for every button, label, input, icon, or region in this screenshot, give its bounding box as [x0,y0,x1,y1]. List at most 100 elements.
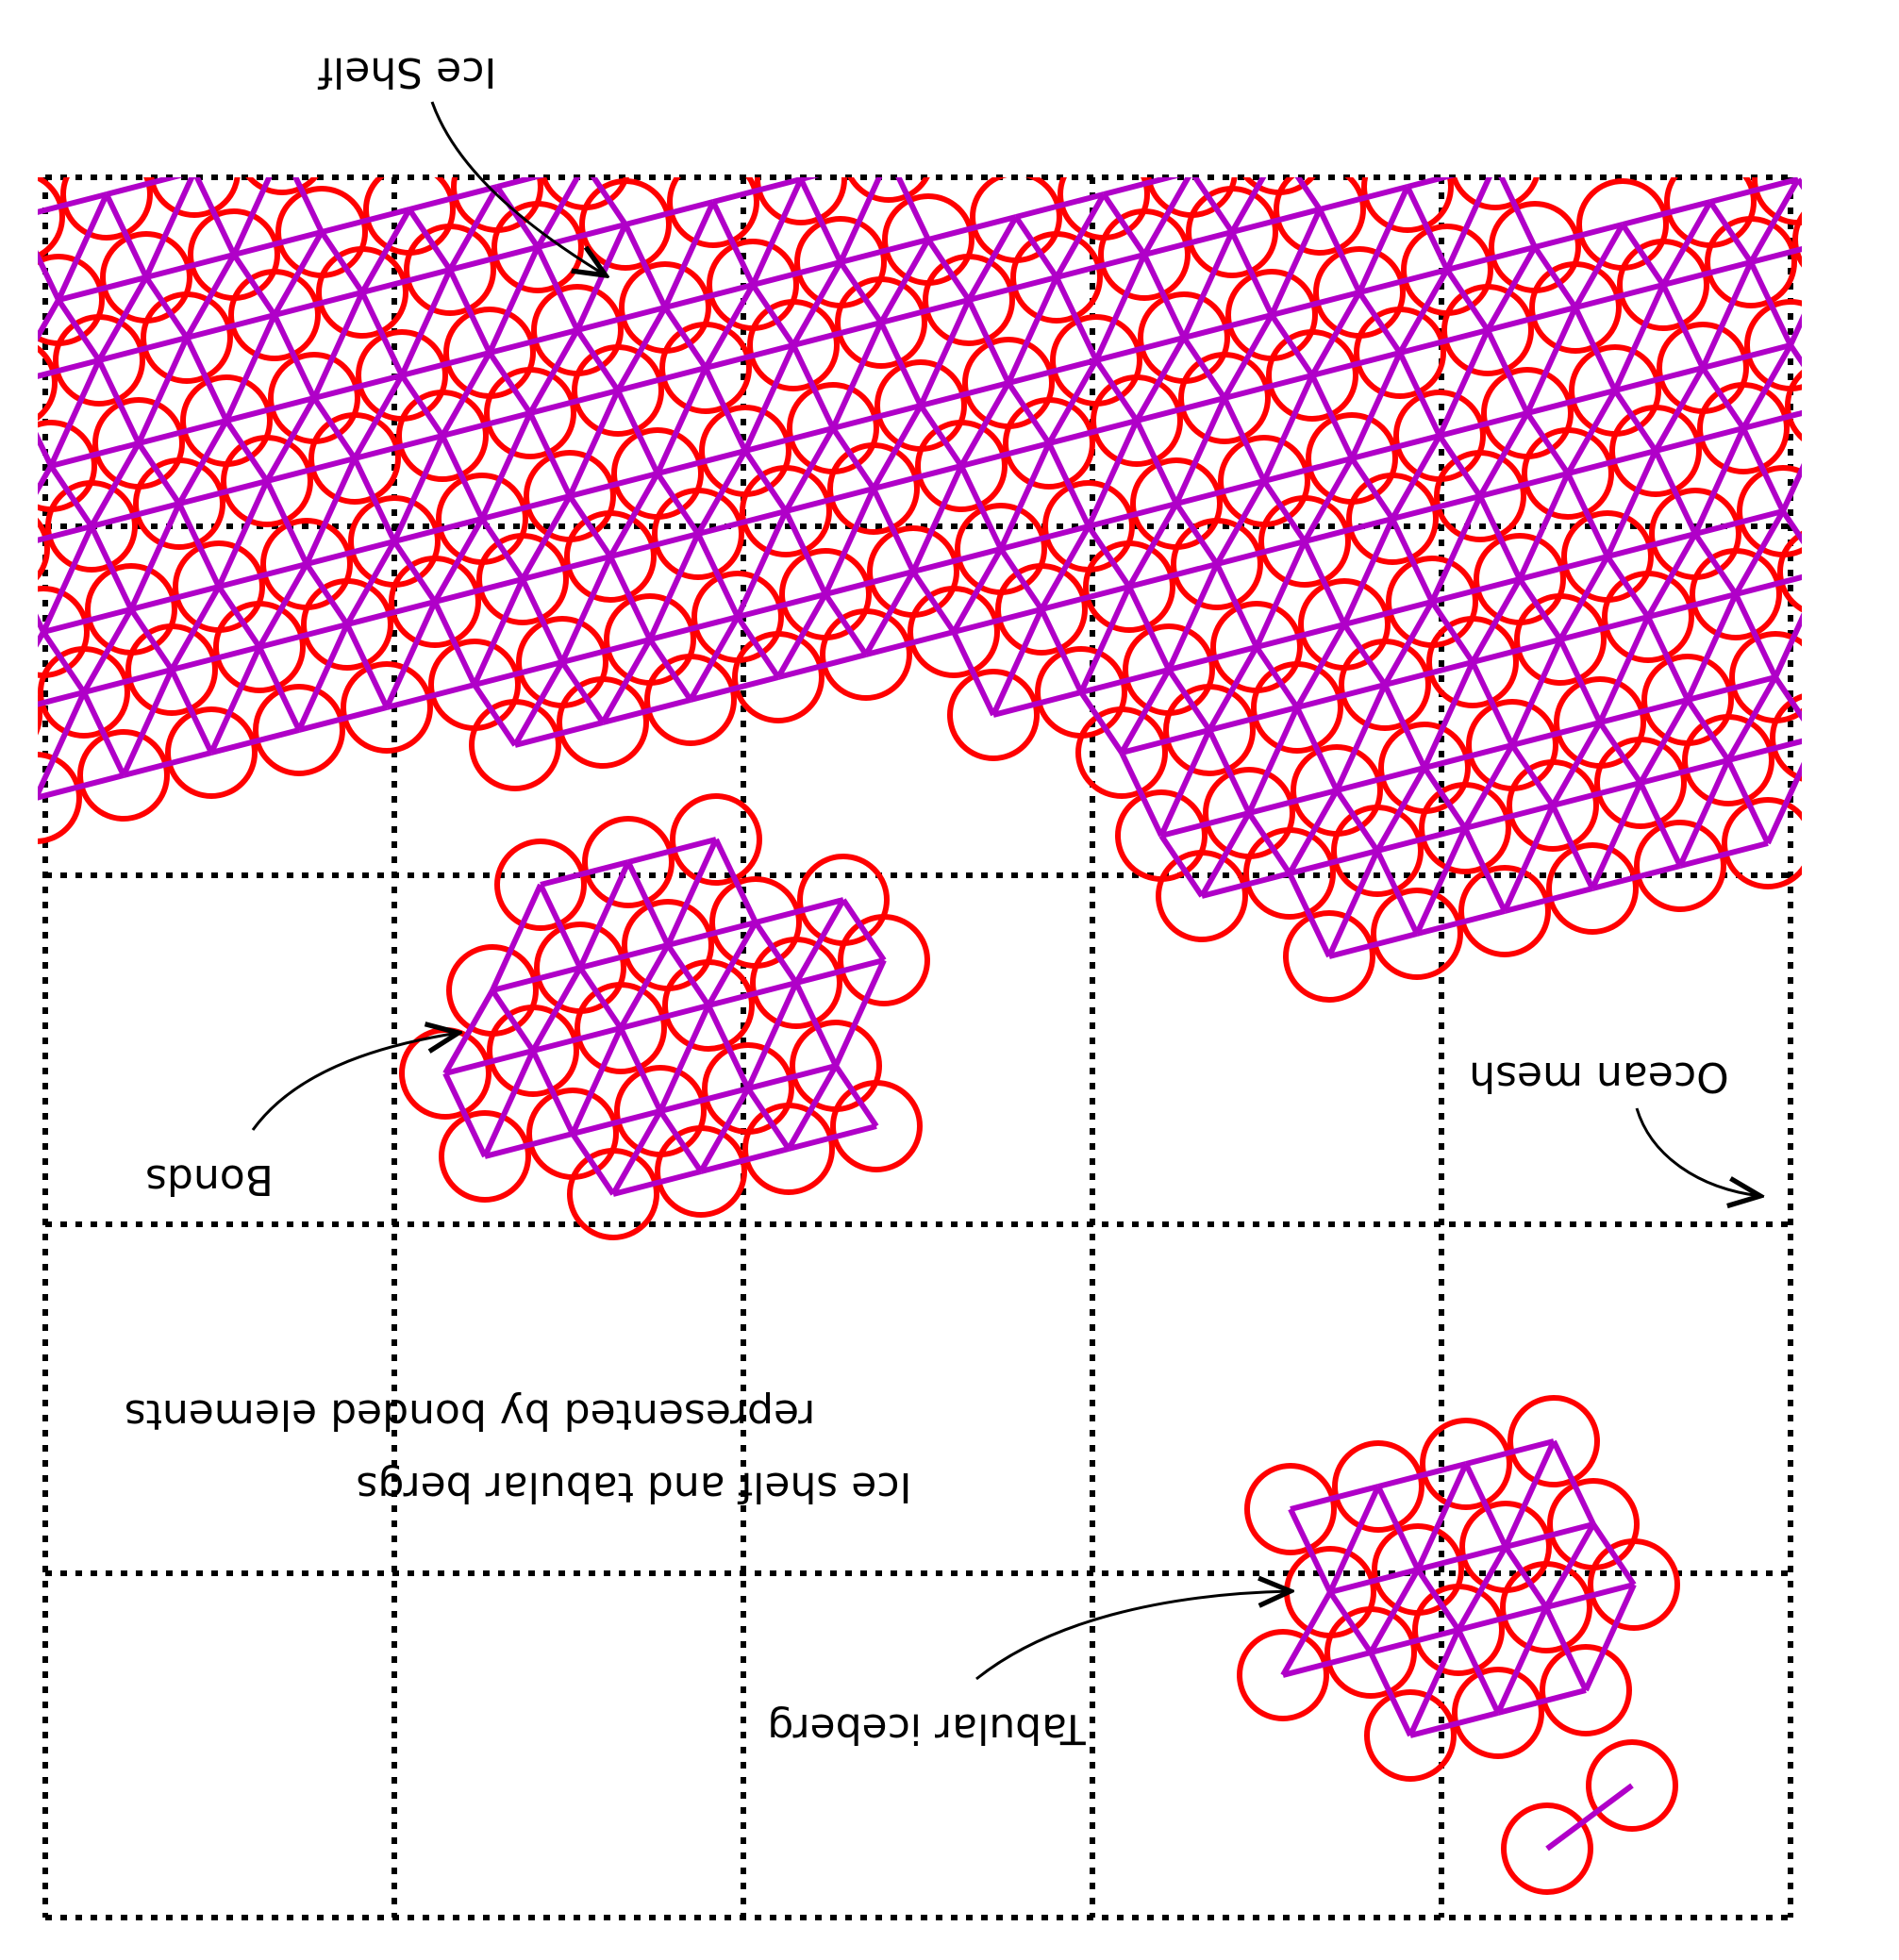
ice-shelf-bond [1694,508,1784,537]
tabular-berg-upper-bond [795,957,885,986]
ice-shelf-bond [1660,283,1706,370]
ice-shelf-bond [1526,388,1616,416]
ice-shelf-element [827,442,920,535]
ice-shelf-bond [1248,788,1338,816]
ice-shelf-element [476,533,569,625]
ice-shelf-bond [710,200,756,287]
ice-shelf-element [1434,450,1526,542]
ice-shelf-element [1705,216,1797,308]
ice-shelf-bond [785,486,875,514]
tabular-berg-upper-bond [793,981,839,1068]
ice-shelf-bond [1524,411,1571,475]
ice-shelf-bond [1302,457,1355,543]
ice-shelf-bond [966,298,1011,385]
ice-shelf-bond [401,350,491,378]
ice-shelf-bond [354,433,443,461]
tabular-berg-lower-bond [1368,1568,1421,1654]
tabular-berg-lower-bond [1288,1507,1333,1594]
ice-shelf-bond [1374,766,1427,853]
ice-shelf-bond [777,652,867,680]
caption-line-1: Ice shelf and tabular bergs [356,1463,911,1511]
ice-shelf-bond [130,584,220,612]
ice-shelf-bond [361,267,451,295]
ice-shelf-element [1514,593,1607,686]
ice-shelf-bond [38,689,85,707]
ice-shelf-bond [1351,433,1441,461]
ice-shelf-bond [1119,668,1172,755]
ice-shelf-bond [194,149,282,172]
ice-shelf-bond [178,478,268,507]
ice-shelf-bond [449,244,539,273]
ice-shelf-bond [257,562,309,649]
ice-shelf-bond [272,313,317,400]
tabular-berg-lower-bond [1327,1485,1381,1594]
ice-shelf-bond [123,750,212,778]
ice-shelf-bond [298,705,388,733]
ice-shelf-bond [128,502,182,611]
ice-shelf-bond [1086,419,1140,528]
ice-shelf-bond [38,298,61,342]
ice-shelf-bond [647,532,701,641]
ice-shelf-bond [1405,185,1450,272]
ice-shelf-bond [1605,555,1651,619]
ice-shelf-bond [567,389,621,498]
ice-shelf-element [38,344,58,422]
ice-shelf-bond [1269,313,1315,377]
ice-shelf-element [1091,374,1183,467]
ice-shelf-element [1602,571,1694,663]
ice-shelf-bond [1517,577,1563,641]
tabular-berg-upper-bond [841,898,887,962]
ice-shelf-bond [1175,478,1265,507]
ice-shelf-bond [910,570,957,634]
tabular-berg-upper-bond [706,1004,751,1090]
ice-shelf-bond [1078,690,1124,755]
ice-shelf-bond [750,177,804,287]
tabular-berg-upper-bond [786,1064,839,1151]
ice-shelf-bond [688,615,741,702]
tabular-berg-lower-bond [1282,1650,1372,1678]
ice-shelf-bond [1558,555,1610,641]
ice-shelf-bond [1334,789,1380,853]
tabular-berg-upper-bond [745,1087,791,1151]
ice-shelf-bond [1296,682,1386,710]
ice-shelf-element [1722,797,1802,889]
tabular-berg-upper-bond [530,1049,575,1136]
ice-shelf-bond [559,660,606,724]
ice-shelf-bond [838,260,884,324]
ice-shelf-bond [38,630,46,648]
ice-shelf-bond [925,238,972,302]
ice-shelf-bond [1349,457,1395,521]
ice-shelf-bond [344,623,390,709]
ice-shelf-bond [1437,328,1491,438]
ice-shelf-bond [1166,562,1220,672]
ice-shelf-bond [1558,638,1603,724]
ice-shelf-bond [873,463,962,491]
ice-shelf-element [1354,307,1446,399]
ice-shelf-bond [1095,335,1185,363]
ice-shelf-bond [695,532,741,619]
ice-shelf-bond [1679,840,1769,869]
ice-shelf-bond [1015,191,1105,220]
ice-shelf-bond [1374,849,1420,936]
tabular-berg-lower-bond [1377,1461,1467,1489]
ice-shelf-bond [1261,374,1315,483]
ice-shelf-bond [1181,230,1235,340]
ice-shelf-bond [1224,373,1313,401]
ice-shelf-element [1171,518,1263,610]
ice-shelf-bond [1735,573,1802,597]
ice-shelf-bond [304,457,358,566]
ice-shelf-bond [1287,872,1332,958]
ice-shelf-element [667,177,759,248]
tabular-berg-upper-element [655,1125,747,1218]
ice-shelf-bond [1653,366,1706,453]
ice-shelf-element [1075,706,1168,799]
ice-shelf-element [1371,888,1463,980]
ice-shelf-bond [176,419,229,506]
tabular-berg-upper-bond [833,958,887,1068]
ice-shelf-bond [98,335,188,363]
tabular-berg-lower-bond [1280,1590,1333,1677]
tabular-berg-lower-element [1324,1606,1417,1699]
ice-shelf-bond [38,795,39,798]
ice-shelf-bond [1612,283,1666,392]
